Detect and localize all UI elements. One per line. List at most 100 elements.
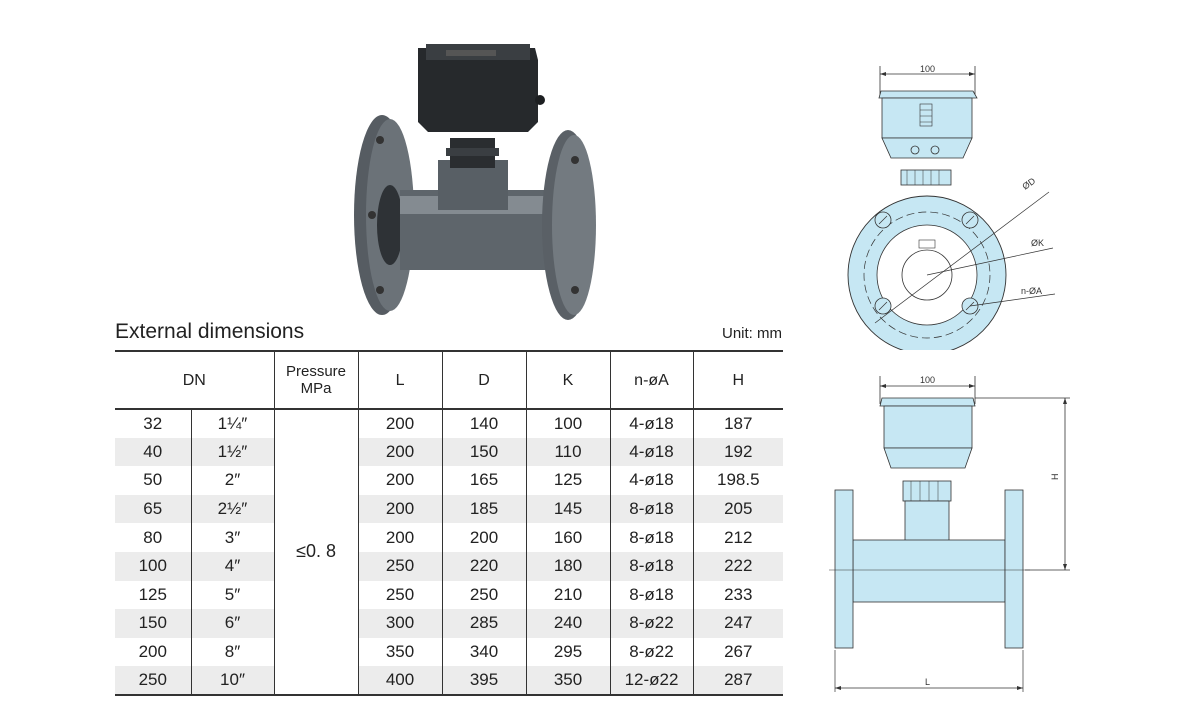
cell-l: 250 [357,551,443,581]
cell-dn-in: 1½″ [190,437,275,467]
header-h: H [692,350,784,410]
cell-d: 395 [441,666,527,696]
header-k: K [525,350,611,410]
cell-k: 210 [525,580,611,610]
table-row: 125 5″ 250 250 210 8-ø18 233 [115,580,784,610]
cell-dn-in: 6″ [190,609,275,638]
cell-d: 150 [441,437,527,467]
cell-dn-mm: 150 [115,609,191,638]
cell-holes: 8-ø18 [609,494,694,524]
hole-label: n-ØA [1021,286,1042,296]
cell-dn-mm: 100 [115,551,191,581]
cell-l: 250 [357,580,443,610]
cell-h: 198.5 [692,466,784,495]
cell-h: 192 [692,437,784,467]
cell-l: 200 [357,494,443,524]
table-row: 40 1½″ 200 150 110 4-ø18 192 [115,437,784,467]
cell-holes: 8-ø18 [609,551,694,581]
cell-holes: 4-ø18 [609,466,694,495]
cell-dn-mm: 65 [115,494,191,524]
cell-h: 222 [692,551,784,581]
cell-h: 267 [692,637,784,667]
cell-holes: 8-ø18 [609,580,694,610]
cell-l: 350 [357,637,443,667]
cell-dn-in: 10″ [190,666,275,696]
cell-dn-in: 5″ [190,580,275,610]
cell-holes: 12-ø22 [609,666,694,696]
length-dimension-label: L [925,677,930,687]
cell-d: 285 [441,609,527,638]
cell-h: 287 [692,666,784,696]
cell-holes: 8-ø18 [609,523,694,552]
section-title: External dimensions [115,320,305,343]
header-pressure-line1: Pressure [286,363,347,380]
side-width-dimension-label: 100 [920,375,935,385]
header-dn: DN [115,350,275,410]
cell-l: 400 [357,666,443,696]
cell-k: 350 [525,666,611,696]
cell-l: 200 [357,466,443,495]
cell-holes: 8-ø22 [609,637,694,667]
header-pressure-line2: MPa [300,380,332,397]
cell-k: 295 [525,637,611,667]
side-view-drawing: 100 H L [829,375,1070,692]
cell-holes: 4-ø18 [609,437,694,467]
cell-h: 247 [692,609,784,638]
cell-h: 212 [692,523,784,552]
cell-dn-mm: 32 [143,413,163,433]
cell-h: 205 [692,494,784,524]
header-holes: n-øA [609,350,694,410]
cell-l: 200 [357,409,443,438]
cell-dn-mm: 80 [143,527,163,547]
cell-d: 165 [441,466,527,495]
flowmeter-photo [354,44,596,320]
cell-d: 220 [441,551,527,581]
d-diameter-label: ØD [1020,175,1037,191]
cell-dn-mm: 125 [138,584,167,604]
cell-k: 145 [525,494,611,524]
cell-dn-in: 2½″ [190,494,275,524]
table-row: 200 8″ 350 340 295 8-ø22 267 [115,637,784,667]
cell-l: 200 [357,523,443,552]
cell-k: 180 [525,551,611,581]
cell-dn-mm: 200 [138,642,167,662]
cell-k: 100 [525,409,611,438]
cell-h: 187 [692,409,784,438]
table-row: 80 3″ 200 200 160 8-ø18 212 [115,523,784,552]
cell-dn-in: 2″ [190,466,275,495]
end-view-drawing: 100 ØD ØK n-ØA [847,64,1056,350]
cell-h: 233 [692,580,784,610]
width-dimension-label: 100 [920,64,935,74]
cell-d: 250 [441,580,527,610]
cell-dn-mm: 40 [115,437,191,467]
table-row: 65 2½″ 200 185 145 8-ø18 205 [115,494,784,524]
cell-dn-in: 1¼″ [190,409,275,438]
header-d: D [441,350,527,410]
cell-holes: 4-ø18 [609,409,694,438]
cell-dn-in: 8″ [190,637,275,667]
unit-label: Unit: mm [722,325,782,342]
cell-k: 160 [525,523,611,552]
cell-d: 140 [441,409,527,438]
cell-d: 185 [441,494,527,524]
cell-d: 340 [441,637,527,667]
cell-dn-mm: 50 [143,470,163,490]
cell-d: 200 [441,523,527,552]
cell-l: 200 [357,437,443,467]
cell-dn-mm: 250 [115,666,191,696]
table-row: 32 1¼″ ≤0. 8 200 140 100 4-ø18 187 [115,409,784,696]
header-l: L [357,350,443,410]
k-diameter-label: ØK [1031,238,1044,248]
height-dimension-label: H [1050,474,1060,481]
table-row: 250 10″ 400 395 350 12-ø22 287 [115,666,784,696]
cell-holes: 8-ø22 [609,609,694,638]
table-row: 100 4″ 250 220 180 8-ø18 222 [115,551,784,581]
cell-k: 125 [525,466,611,495]
cell-k: 110 [525,437,611,467]
cell-l: 300 [357,609,443,638]
cell-dn-in: 3″ [190,523,275,552]
table-row: 150 6″ 300 285 240 8-ø22 247 [115,609,784,638]
